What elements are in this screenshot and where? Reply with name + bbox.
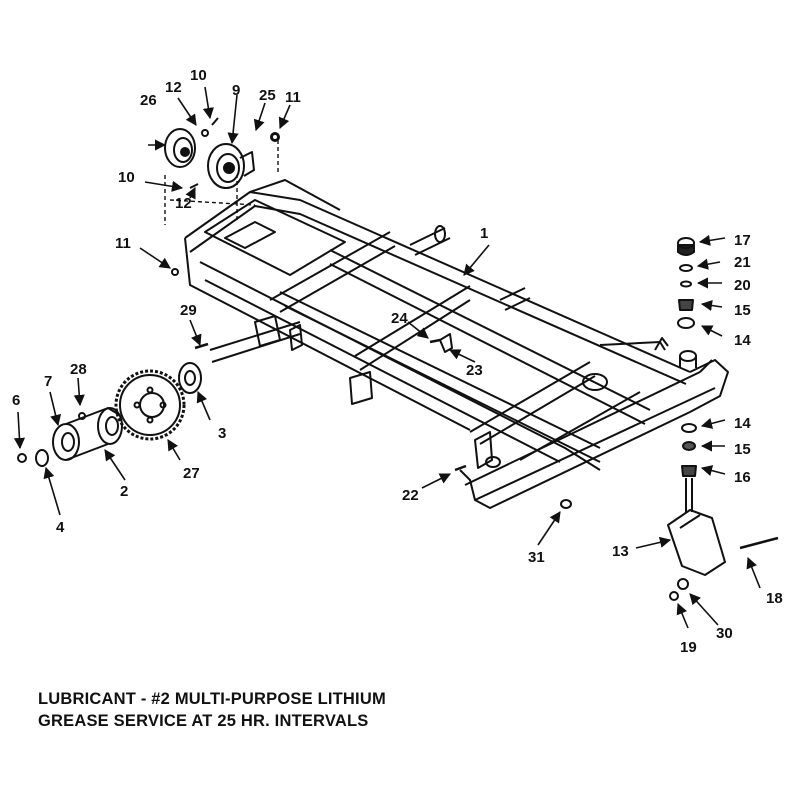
- callout-6: 6: [12, 392, 20, 409]
- plug-31: [560, 499, 572, 509]
- callout-15-low: 15: [734, 441, 751, 458]
- caster-upper-stack: [677, 237, 695, 329]
- callout-11-top: 11: [285, 89, 301, 106]
- callout-10-top: 10: [190, 67, 207, 84]
- seal-4: [35, 449, 49, 467]
- callout-24: 24: [391, 310, 408, 327]
- sprocket-27: [114, 369, 186, 441]
- callout-26: 26: [140, 92, 157, 109]
- callout-21: 21: [734, 254, 751, 271]
- pulley-9: [207, 143, 255, 189]
- lubrication-note-line-1: LUBRICANT - #2 MULTI-PURPOSE LITHIUM: [38, 690, 386, 708]
- callout-13: 13: [612, 543, 629, 560]
- lubrication-note-line-2: GREASE SERVICE AT 25 HR. INTERVALS: [38, 712, 369, 730]
- callout-12-mid: 12: [175, 195, 192, 212]
- callout-10-mid: 10: [118, 169, 135, 186]
- callout-14-top: 14: [734, 332, 751, 349]
- caster-fork-assembly: [667, 423, 779, 601]
- callout-12-top: 12: [165, 79, 182, 96]
- callout-9: 9: [232, 82, 240, 99]
- callout-7: 7: [44, 373, 52, 390]
- callout-17: 17: [734, 232, 751, 249]
- fitting-28: [78, 412, 86, 420]
- callout-14-low: 14: [734, 415, 751, 432]
- callout-20: 20: [734, 277, 751, 294]
- callout-4: 4: [56, 519, 65, 536]
- callout-3: 3: [218, 425, 226, 442]
- callout-31: 31: [528, 549, 545, 566]
- callout-labels: 1 2 3 4 6 7 9 10 10 11 11 12 12 13 14 14…: [12, 67, 783, 656]
- pulley-26: [164, 128, 196, 168]
- callout-27: 27: [183, 465, 200, 482]
- lubrication-note: LUBRICANT - #2 MULTI-PURPOSE LITHIUM GRE…: [38, 688, 778, 732]
- callout-18: 18: [766, 590, 783, 607]
- callout-29: 29: [180, 302, 197, 319]
- frame-assembly: [184, 179, 729, 509]
- hub-assembly: [52, 407, 123, 461]
- callout-2: 2: [120, 483, 128, 500]
- callout-11-left: 11: [115, 235, 131, 252]
- callout-25: 25: [259, 87, 276, 104]
- callout-19: 19: [680, 639, 697, 656]
- callout-30: 30: [716, 625, 733, 642]
- nut-6: [17, 453, 27, 463]
- callout-23: 23: [466, 362, 483, 379]
- bearing-3: [178, 362, 202, 394]
- callout-1: 1: [480, 225, 488, 242]
- callout-28: 28: [70, 361, 87, 378]
- callout-22: 22: [402, 487, 419, 504]
- callout-16: 16: [734, 469, 751, 486]
- callout-15-top: 15: [734, 302, 751, 319]
